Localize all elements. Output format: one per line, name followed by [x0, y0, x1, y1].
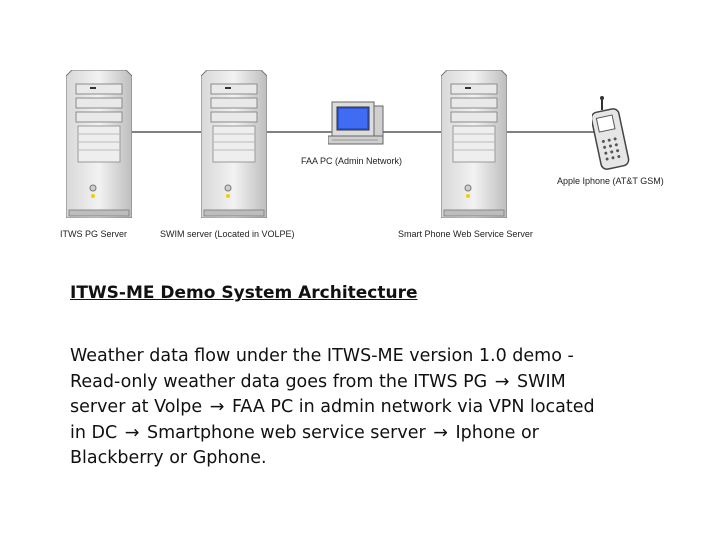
description-line-3: server at Volpe → FAA PC in admin networ… — [70, 395, 670, 421]
faa-pc-icon — [328, 101, 384, 145]
swim-server-label: SWIM server (Located in VOLPE) — [160, 229, 295, 239]
architecture-diagram: ITWS PG Server SWIM server (Located in V… — [0, 0, 720, 250]
description-line-2: Read-only weather data goes from the ITW… — [70, 370, 670, 396]
description-line-5: Blackberry or Gphone. — [70, 446, 670, 472]
description-line-4: in DC → Smartphone web service server → … — [70, 421, 670, 447]
iphone-label: Apple Iphone (AT&T GSM) — [557, 176, 664, 186]
itws-pg-server-icon — [66, 70, 132, 218]
right-arrow-icon: → — [494, 371, 510, 392]
itws-pg-server-label: ITWS PG Server — [60, 229, 128, 239]
swim-server-icon — [201, 70, 267, 218]
description-text: Smartphone web service server — [141, 422, 432, 443]
description-paragraph: Weather data flow under the ITWS-ME vers… — [70, 344, 670, 472]
description-text: in DC — [70, 422, 123, 443]
iphone-icon — [592, 96, 630, 170]
description-text: Iphone or — [449, 422, 539, 443]
description-text: Blackberry or Gphone. — [70, 448, 267, 468]
smartphone-web-server-icon — [441, 70, 507, 218]
description-text: SWIM — [511, 371, 566, 392]
smartphone-web-server-label: Smart Phone Web Service Server — [398, 229, 533, 239]
description-text: Read-only weather data goes from the ITW… — [70, 371, 493, 392]
faa-pc-label: FAA PC (Admin Network) — [301, 156, 403, 166]
right-arrow-icon: → — [433, 422, 448, 443]
section-title: ITWS-ME Demo System Architecture — [70, 283, 418, 303]
description-text: server at Volpe — [70, 397, 208, 417]
right-arrow-icon: → — [209, 397, 225, 417]
description-text: Weather data flow under the ITWS-ME vers… — [70, 346, 574, 366]
description-line-1: Weather data flow under the ITWS-ME vers… — [70, 344, 670, 370]
right-arrow-icon: → — [124, 422, 140, 443]
description-text: FAA PC in admin network via VPN located — [226, 397, 595, 417]
